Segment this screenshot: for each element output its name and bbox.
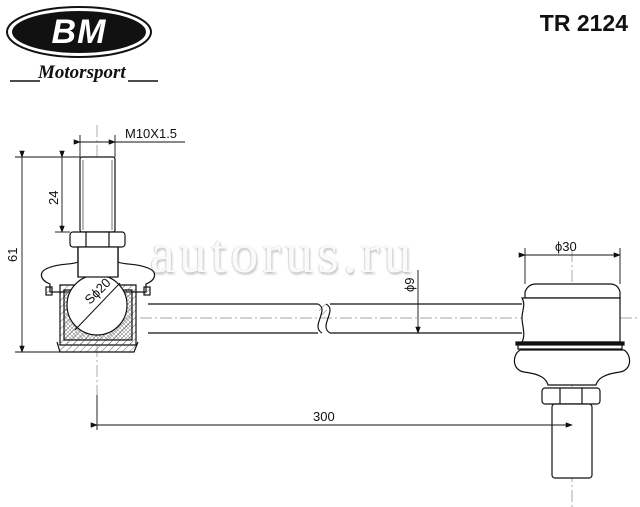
dim-total-height: 61 (5, 248, 20, 262)
brand-logo: BM (6, 6, 152, 58)
motorsport-label: Motorsport (38, 62, 126, 83)
watermark: autorus.ru (150, 223, 416, 285)
left-ball-joint (40, 246, 156, 353)
dim-stud-length: 24 (46, 191, 61, 205)
right-ball-joint (513, 283, 631, 479)
part-number: TR 2124 (539, 10, 628, 36)
dim-thread: M10X1.5 (125, 126, 177, 141)
rod (148, 303, 522, 334)
underline-icon (10, 80, 158, 82)
logo-oval-icon (6, 6, 152, 58)
left-stud (69, 156, 126, 248)
dim-end-diameter: ϕ30 (555, 239, 577, 254)
dim-rod-diameter: ϕ9 (402, 277, 417, 292)
logo-text: BM (51, 12, 107, 51)
dimension-labels: M10X1.5 24 61 Sϕ20 ϕ9 ϕ30 300 (5, 126, 577, 424)
brand-subtitle: Motorsport (10, 62, 160, 86)
dim-length: 300 (313, 409, 335, 424)
